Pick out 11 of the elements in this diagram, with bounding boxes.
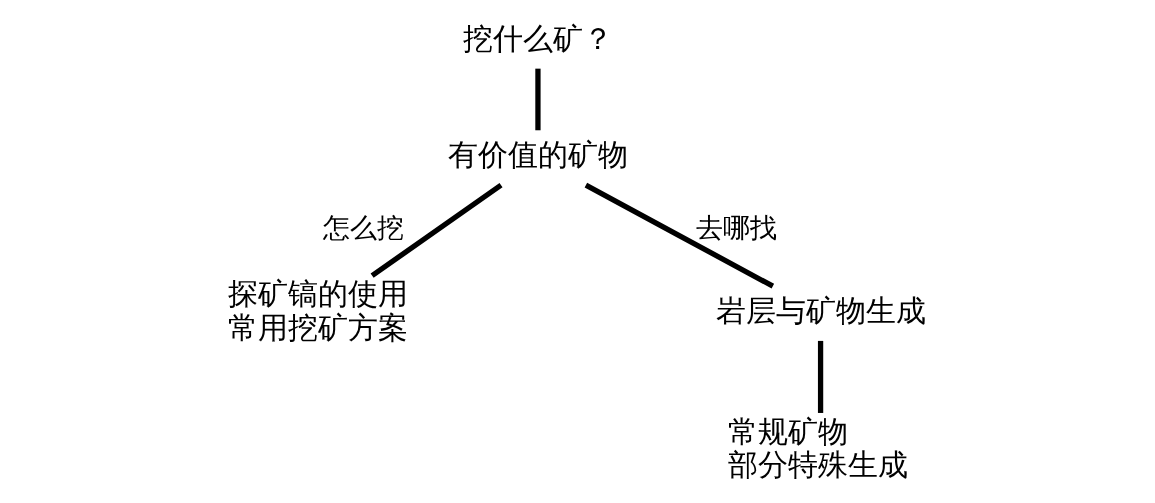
edge-label: 去哪找 [695, 211, 777, 243]
connector [817, 340, 823, 413]
node-text: 岩层与矿物生成 [715, 293, 926, 329]
node-text: 常规矿物 部分特殊生成 [727, 413, 908, 483]
connector [534, 68, 541, 131]
edge-label: 怎么挖 [322, 211, 404, 243]
node-text: 探矿镐的使用 常用挖矿方案 [227, 276, 408, 345]
node-text: 挖什么矿？ [462, 20, 613, 56]
node-text: 有价值的矿物 [447, 137, 628, 173]
connector [370, 183, 503, 278]
connector [584, 182, 774, 289]
